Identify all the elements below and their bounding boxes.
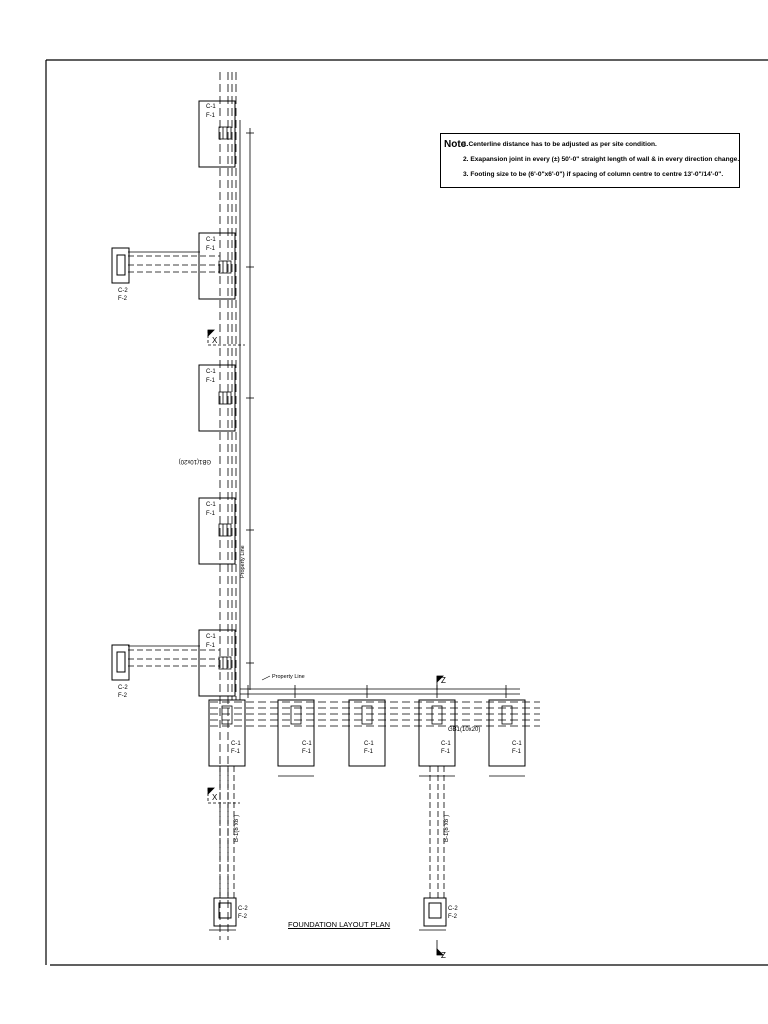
label-c1: C-1	[206, 104, 216, 110]
horizontal-footings	[208, 699, 526, 767]
property-line-label-vertical: Property Line	[240, 545, 246, 578]
label-c2: C-2	[118, 685, 128, 691]
section-mark-z-top	[436, 675, 444, 690]
label-f1: F-1	[206, 511, 216, 517]
label-c1: C-1	[302, 741, 312, 747]
beam-label-vertical: GB1(10x20)	[179, 458, 211, 464]
note-box: Note 1.Centerline distance has to be adj…	[440, 133, 740, 188]
section-x-label: X	[212, 336, 218, 345]
label-f1: F-1	[364, 749, 374, 755]
end-footings-left	[111, 247, 130, 681]
label-f1: F-1	[302, 749, 312, 755]
vertical-footing-labels: C-1 F-1 C-1 F-1 C-1 F-1 C-1 F-1 C-1 F-1	[206, 104, 216, 649]
horizontal-footing-labels: C-1 F-1 C-1 F-1 C-1 F-1 C-1 F-1 C-1 F-1	[231, 741, 522, 755]
label-c1: C-1	[206, 502, 216, 508]
label-f1: F-1	[206, 246, 216, 252]
label-f1: F-1	[512, 749, 522, 755]
label-f1: F-1	[441, 749, 451, 755]
label-f1: F-1	[206, 378, 216, 384]
label-c2: C-2	[238, 906, 248, 912]
tie-beams-left	[128, 251, 220, 667]
note-line-3: 3. Footing size to be (6'-0"x6'-0") if s…	[463, 171, 724, 178]
label-c1: C-1	[512, 741, 522, 747]
property-line-label-horizontal: Property Line	[272, 674, 305, 680]
vertical-dim-ticks	[246, 132, 254, 664]
label-c1: C-1	[206, 369, 216, 375]
beam-v-label-left: B-1(8"x8")	[234, 815, 240, 842]
label-f1: F-1	[206, 113, 216, 119]
horizontal-dim-ticks	[247, 685, 507, 698]
vertical-footings	[198, 100, 236, 697]
label-f2: F-2	[118, 693, 128, 699]
label-f1: F-1	[206, 643, 216, 649]
label-c1: C-1	[206, 237, 216, 243]
label-f1: F-1	[231, 749, 241, 755]
section-mark-z-bottom	[436, 940, 444, 956]
section-z-label: Z	[441, 951, 446, 960]
end-footings-bottom	[213, 897, 447, 927]
columns-horizontal	[221, 705, 513, 725]
beam-label-horizontal: GB1(10x20)	[448, 727, 480, 733]
label-c2: C-2	[448, 906, 458, 912]
note-heading: Note	[444, 139, 467, 150]
label-c1: C-1	[364, 741, 374, 747]
footing-width-dims	[209, 775, 525, 931]
label-f2: F-2	[238, 914, 248, 920]
section-mark-x-top	[207, 329, 245, 346]
label-c1: C-1	[206, 634, 216, 640]
beam-v-label-right: B-1(8"x8")	[444, 815, 450, 842]
label-c2: C-2	[118, 288, 128, 294]
label-c1: C-1	[231, 741, 241, 747]
note-line-2: 2. Exapansion joint in every (±) 50'-0" …	[463, 156, 740, 163]
section-z-label: Z	[441, 676, 446, 685]
label-c1: C-1	[441, 741, 451, 747]
beam-down-right	[429, 766, 445, 900]
label-f2: F-2	[118, 296, 128, 302]
horizontal-wall	[210, 688, 540, 727]
columns-vertical	[218, 126, 232, 670]
note-line-1: 1.Centerline distance has to be adjusted…	[463, 141, 657, 148]
label-f2: F-2	[448, 914, 458, 920]
drawing-title: FOUNDATION LAYOUT PLAN	[288, 920, 391, 929]
section-mark-x-bottom	[207, 787, 240, 804]
section-x-label: X	[212, 793, 218, 802]
end-footing-labels-left: C-2 F-2 C-2 F-2	[118, 288, 128, 699]
end-footing-labels-bottom: C-2 F-2 C-2 F-2	[238, 906, 458, 920]
sheet-border	[45, 59, 768, 966]
beam-down-left	[219, 766, 235, 900]
